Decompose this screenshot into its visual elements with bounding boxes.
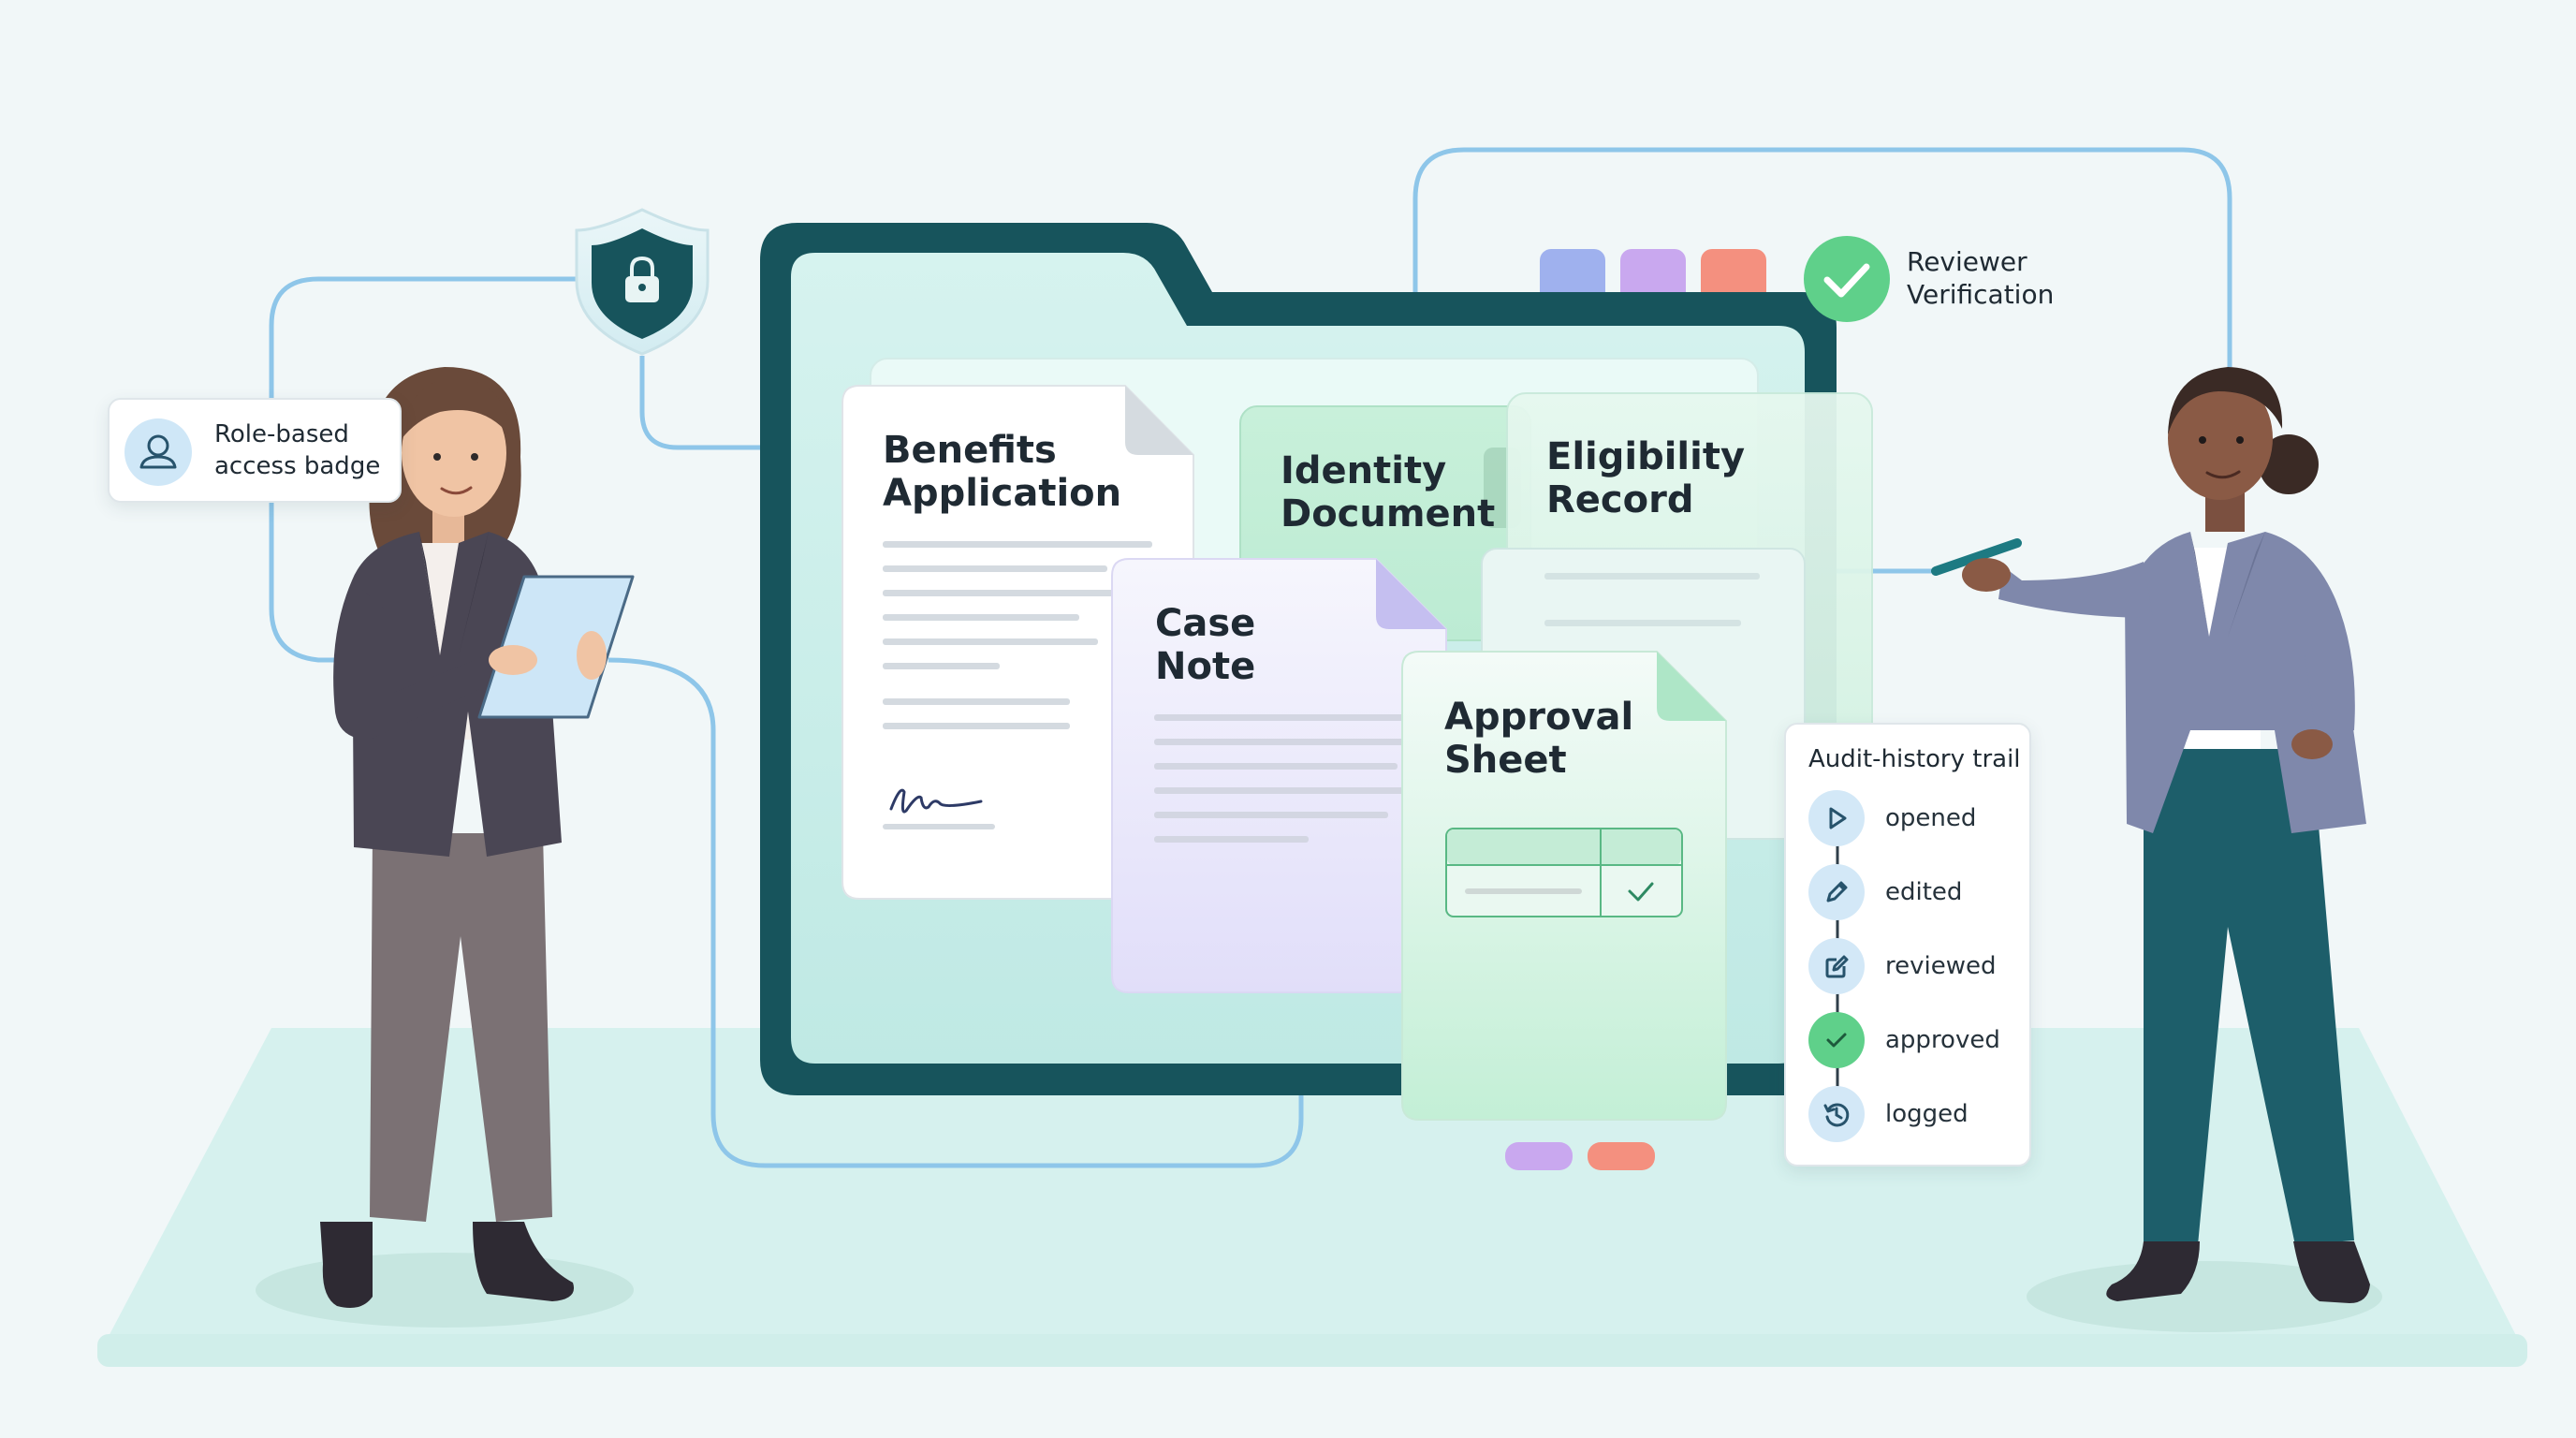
- pill-coral: [1588, 1142, 1655, 1170]
- edit-square-icon: [1808, 938, 1865, 994]
- tab-coral: [1701, 249, 1766, 305]
- pencil-icon: [1808, 864, 1865, 920]
- reviewer-check-icon: [1804, 236, 1890, 322]
- benefits-application-title: Benefits Application: [883, 429, 1122, 515]
- tab-blue: [1540, 249, 1605, 305]
- audit-item-edited: edited: [1808, 864, 2024, 922]
- user-icon: [139, 434, 177, 469]
- audit-item-label: edited: [1885, 878, 1963, 906]
- history-icon: [1808, 1086, 1865, 1142]
- audit-item-reviewed: reviewed: [1808, 938, 2024, 996]
- user-avatar: [124, 418, 192, 486]
- dog-ear: [1376, 559, 1446, 629]
- right-person-figure: [1931, 367, 2382, 1332]
- audit-item-approved: approved: [1808, 1012, 2024, 1070]
- audit-item-label: opened: [1885, 804, 1977, 832]
- tablet-icon: [477, 575, 635, 719]
- connector-line: [607, 657, 1304, 1168]
- play-icon: [1808, 790, 1865, 846]
- pill-purple: [1505, 1142, 1573, 1170]
- tab-purple: [1620, 249, 1686, 305]
- left-person-figure: [256, 367, 635, 1328]
- approval-sheet-title: Approval Sheet: [1444, 696, 1634, 782]
- audit-item-label: reviewed: [1885, 952, 1997, 980]
- audit-item-label: approved: [1885, 1026, 2000, 1054]
- shield-lock-icon: [575, 208, 710, 356]
- audit-item-opened: opened: [1808, 790, 2024, 848]
- floor-base: [97, 1334, 2527, 1367]
- identity-document-title: Identity Document: [1281, 449, 1496, 536]
- dog-ear: [1657, 652, 1726, 721]
- eligibility-record-title: Eligibility Record: [1546, 435, 1746, 521]
- audit-history-trail: Audit-history trail opened edited review…: [1784, 723, 2031, 1167]
- case-note-text-lines: [1154, 714, 1412, 843]
- check-icon: [1808, 1012, 1865, 1068]
- pen-icon: [1931, 538, 2022, 576]
- role-badge-label: Role-based access badge: [214, 420, 381, 480]
- connector-line: [1412, 147, 2232, 367]
- role-based-access-badge: Role-based access badge: [108, 398, 402, 503]
- signature-icon: [889, 788, 983, 814]
- audit-item-label: logged: [1885, 1100, 1969, 1128]
- dog-ear: [1125, 386, 1193, 455]
- case-note-title: Case Note: [1155, 602, 1256, 688]
- audit-item-logged: logged: [1808, 1086, 2024, 1144]
- lock-icon: [630, 256, 654, 277]
- reviewer-verification-label: Reviewer Verification: [1907, 246, 2055, 310]
- connector-line: [639, 356, 842, 450]
- approval-table-icon: [1445, 828, 1683, 917]
- benefits-text-lines: [883, 541, 1152, 829]
- audit-trail-title: Audit-history trail: [1808, 745, 2021, 773]
